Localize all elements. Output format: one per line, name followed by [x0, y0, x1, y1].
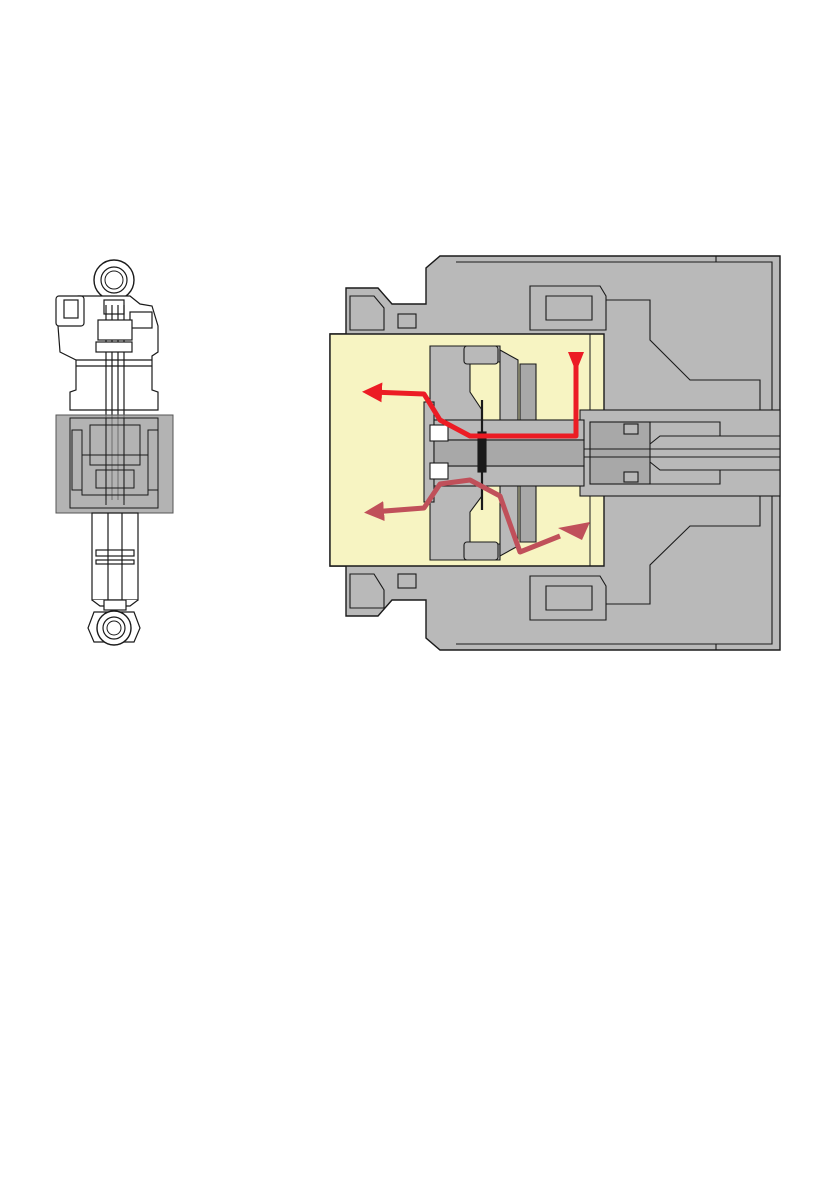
shock-lower-body: [92, 513, 138, 610]
bottom-eyelet: [88, 611, 140, 645]
damper-piston-cross-section: [330, 256, 780, 650]
top-eyelet: [94, 260, 134, 300]
rear-shock-overview: [56, 260, 173, 645]
